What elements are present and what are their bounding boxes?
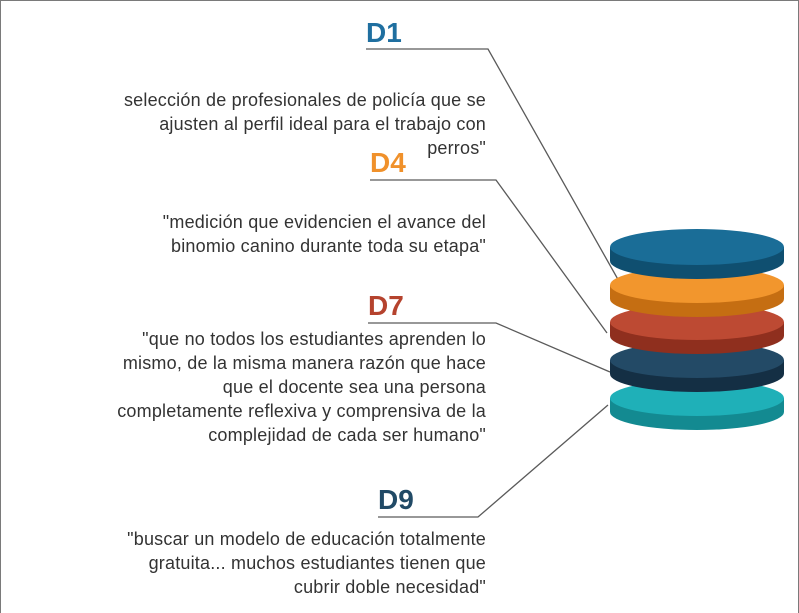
desc-d7: "que no todos los estudiantes aprenden l… — [117, 329, 486, 445]
label-d1: D1 — [366, 17, 402, 48]
connector-d1 — [366, 48, 621, 284]
disc-layer-1 — [610, 229, 784, 279]
connector-d4 — [370, 179, 608, 334]
label-d4: D4 — [370, 147, 406, 178]
desc-d9: "buscar un modelo de educación totalment… — [127, 529, 486, 597]
label-d7: D7 — [368, 290, 404, 321]
connector-d7 — [368, 322, 611, 373]
desc-d1: selección de profesionales de policía qu… — [123, 90, 486, 158]
label-d9: D9 — [378, 484, 414, 515]
desc-d4-visible: "medición que evidencien el avance del b… — [162, 212, 486, 256]
frame-border-left — [0, 0, 6, 613]
connector-d9 — [378, 404, 609, 518]
